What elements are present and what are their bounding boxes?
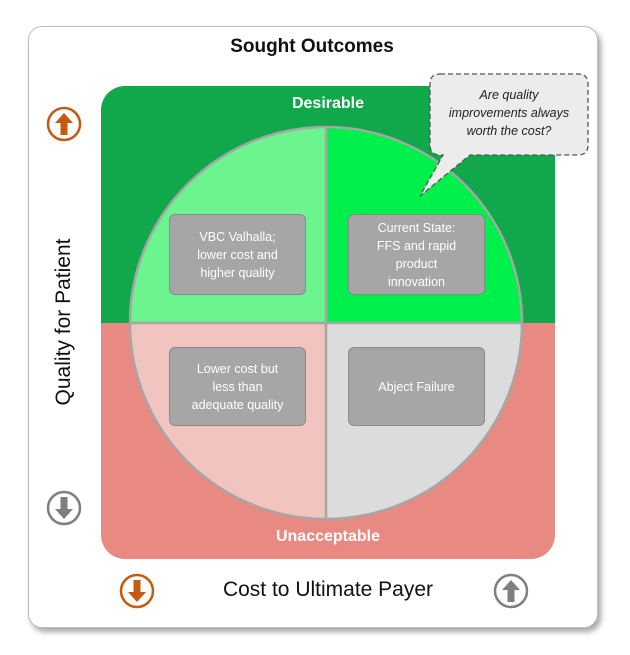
arrow-up-icon	[493, 573, 529, 609]
quadrant-text-line: adequate quality	[191, 397, 284, 412]
x-axis-label: Cost to Ultimate Payer	[222, 578, 434, 601]
callout-line: improvements always	[448, 106, 570, 120]
quadrant-box-bottom-left: Lower cost but less than adequate qualit…	[169, 347, 306, 426]
quadrant-text-line: less than	[212, 379, 263, 394]
quadrant-text-line: Lower cost but	[196, 361, 279, 376]
quadrant-text-line: Current State:	[377, 220, 456, 235]
callout-bubble	[419, 73, 589, 197]
callout-line: worth the cost?	[466, 124, 552, 138]
callout-line: Are quality	[479, 88, 539, 102]
diagram-title: Sought Outcomes	[230, 36, 394, 57]
quadrant-box-top-right: Current State: FFS and rapid product inn…	[348, 214, 485, 295]
callout-text: Are quality improvements always worth th…	[438, 86, 580, 140]
quadrant-box-top-left: VBC Valhalla; lower cost and higher qual…	[169, 214, 306, 295]
quadrant-text-line: lower cost and	[197, 247, 278, 262]
unacceptable-label: Unacceptable	[275, 528, 381, 545]
quadrant-text-line: FFS and rapid	[376, 238, 457, 253]
quadrant-text-line: VBC Valhalla;	[199, 229, 276, 244]
y-axis-label: Quality for Patient	[52, 238, 75, 406]
arrow-up-icon	[46, 106, 82, 142]
quadrant-box-bottom-right: Abject Failure	[348, 347, 485, 426]
arrow-down-icon	[46, 490, 82, 526]
desirable-label: Desirable	[291, 95, 365, 112]
quadrant-text-line: product	[395, 256, 438, 271]
quadrant-text-line: innovation	[388, 274, 445, 289]
quadrant-text-line: higher quality	[200, 265, 275, 280]
quadrant-text-line: Abject Failure	[378, 379, 455, 394]
arrow-down-icon	[119, 573, 155, 609]
